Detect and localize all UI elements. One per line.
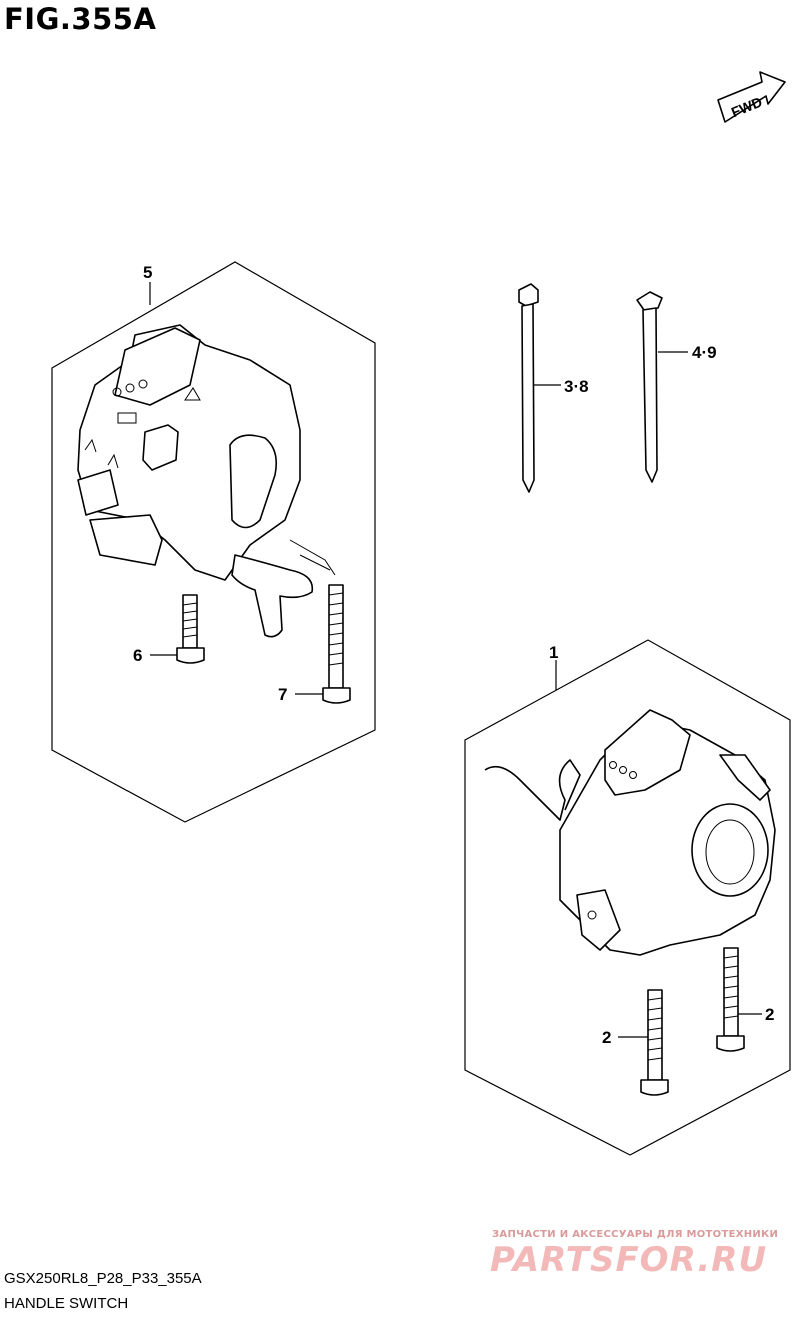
watermark-tagline: ЗАПЧАСТИ И АКСЕССУАРЫ ДЛЯ МОТОТЕХНИКИ [492,1229,779,1240]
model-code: GSX250RL8_P28_P33_355A [4,1270,202,1287]
figure-title: FIG.355A [4,2,157,36]
callout-6: 6 [133,646,142,665]
group-box-right-switch [51,261,376,823]
left-handle-switch [484,709,776,956]
callout-1: 1 [549,643,558,662]
screw-2-center [640,989,669,1096]
callout-4-9: 4·9 [692,343,717,362]
cable-tie-4-9 [636,291,663,483]
right-handle-switch [77,324,336,638]
cable-tie-3-8 [518,283,539,493]
screw-6 [176,594,205,664]
watermark-logo: PARTSFOR.RU [490,1240,768,1280]
callout-5: 5 [143,263,152,282]
callout-2b: 2 [765,1005,774,1024]
callout-3-8: 3·8 [564,377,589,396]
callout-2a: 2 [602,1028,611,1047]
group-box-left-switch [464,639,791,1156]
screw-2-right [716,947,745,1052]
callout-7: 7 [278,685,287,704]
screw-7 [322,584,351,704]
section-name: HANDLE SWITCH [4,1295,129,1312]
fwd-arrow-icon: FWD [717,71,786,123]
